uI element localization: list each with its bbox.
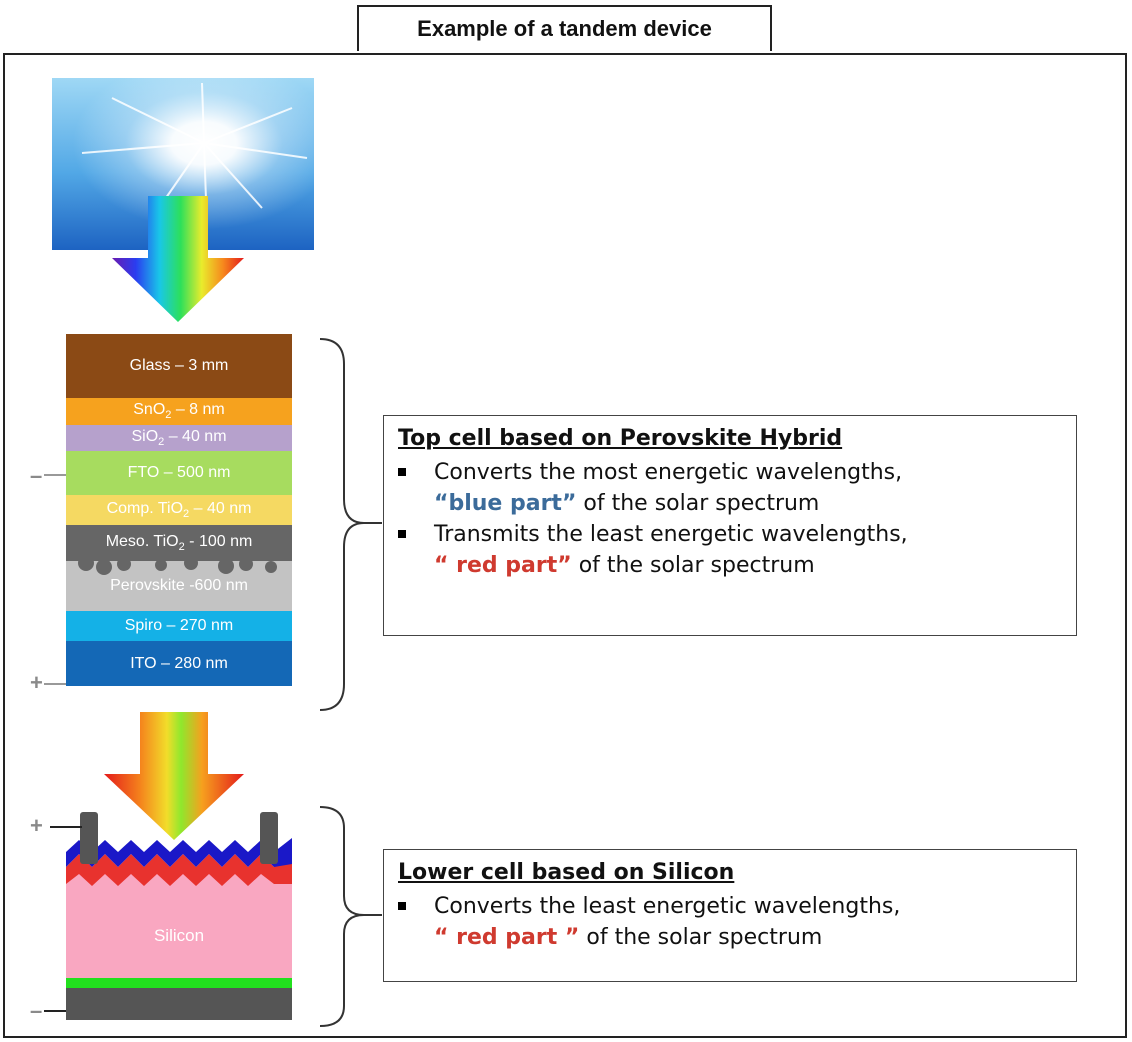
- layer-meso-tio2: Meso. TiO2 - 100 nm: [66, 525, 292, 561]
- layer-spiro: Spiro – 270 nm: [66, 611, 292, 641]
- layer-sio2: SiO2 – 40 nm: [66, 425, 292, 451]
- layer-perovskite-label: Perovskite -600 nm: [110, 577, 248, 594]
- top-cell-bullet-1-line2: “blue part” of the solar spectrum: [434, 491, 820, 516]
- silicon-label: Silicon: [153, 926, 205, 945]
- layer-fto-label: FTO – 500 nm: [127, 464, 231, 481]
- layer-meso-tio2-label: Meso. TiO2 - 100 nm: [105, 532, 253, 554]
- layer-sno2: SnO2 – 8 nm: [66, 398, 292, 425]
- layer-sno2-label: SnO2 – 8 nm: [133, 401, 225, 422]
- lower-cell-bullet-1-line2: “ red part ” of the solar spectrum: [434, 925, 823, 950]
- lower-cell-info-box: Lower cell based on Silicon Converts the…: [383, 849, 1077, 982]
- top-plus-sign: +: [30, 670, 43, 695]
- top-cell-bullet-1: Converts the most energetic wavelengths,…: [398, 457, 1062, 519]
- spectrum-arrow-top: [112, 196, 244, 322]
- lower-plus-lead: [50, 826, 82, 828]
- layer-perovskite: Perovskite -600 nm: [66, 561, 292, 611]
- layer-spiro-label: Spiro – 270 nm: [124, 617, 234, 634]
- meso-bumps: [78, 561, 277, 575]
- spectrum-arrow-bottom: [104, 712, 244, 840]
- top-cell-bullet-1-line1: Converts the most energetic wavelengths,: [434, 460, 903, 485]
- lower-plus-sign: +: [30, 813, 43, 838]
- diagram-frame: [3, 53, 1127, 1038]
- layer-compact-tio2-label: Comp. TiO2 – 40 nm: [106, 499, 252, 521]
- bullet-square-icon: [398, 902, 406, 910]
- layer-glass-label: Glass – 3 mm: [129, 357, 229, 374]
- lower-cell-bullet-1-line1: Converts the least energetic wavelengths…: [434, 894, 901, 919]
- layer-glass: Glass – 3 mm: [66, 334, 292, 398]
- top-cell-bullet-2-line2: “ red part” of the solar spectrum: [434, 553, 815, 578]
- top-minus-lead: [44, 474, 66, 476]
- layer-ito-label: ITO – 280 nm: [130, 654, 228, 672]
- lower-minus-lead: [44, 1010, 66, 1012]
- lower-cell-heading: Lower cell based on Silicon: [398, 860, 735, 885]
- perovskite-layer-stack: Glass – 3 mm SnO2 – 8 nm SiO2 – 40 nm FT…: [66, 334, 292, 686]
- layer-sio2-label: SiO2 – 40 nm: [131, 427, 227, 449]
- top-cell-bullet-2: Transmits the least energetic wavelength…: [398, 519, 1062, 581]
- layer-ito: ITO – 280 nm: [66, 641, 292, 686]
- top-plus-lead: [44, 683, 66, 685]
- layer-compact-tio2: Comp. TiO2 – 40 nm: [66, 495, 292, 525]
- top-cell-brace: [319, 338, 382, 711]
- top-minus-sign: –: [30, 463, 43, 488]
- lower-cell-brace: [319, 806, 382, 1027]
- lower-cell-bullet-1: Converts the least energetic wavelengths…: [398, 891, 1062, 953]
- lower-minus-sign: –: [30, 998, 43, 1023]
- top-cell-bullet-2-line1: Transmits the least energetic wavelength…: [434, 522, 908, 547]
- diagram-title: Example of a tandem device: [357, 5, 772, 51]
- top-cell-heading: Top cell based on Perovskite Hybrid: [398, 426, 843, 451]
- top-cell-info-box: Top cell based on Perovskite Hybrid Conv…: [383, 415, 1077, 636]
- silicon-cell: [66, 812, 292, 1020]
- bullet-square-icon: [398, 530, 406, 538]
- layer-fto: FTO – 500 nm: [66, 451, 292, 495]
- bullet-square-icon: [398, 468, 406, 476]
